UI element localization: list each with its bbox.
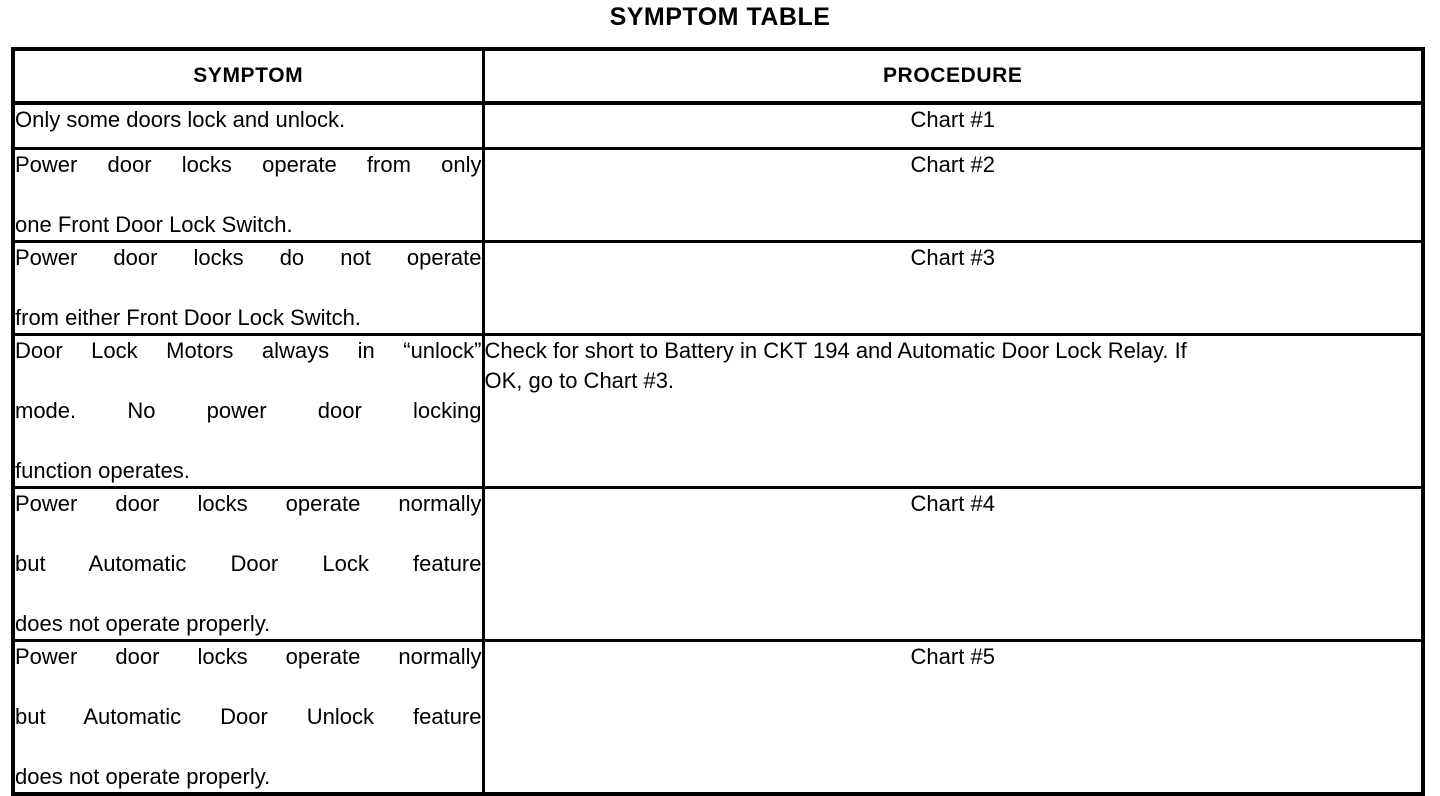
symptom-line: one Front Door Lock Switch.	[15, 212, 293, 237]
symptom-line: Power door locks operate from only	[15, 152, 482, 177]
cell-symptom: Power door locks do not operate from eith…	[11, 240, 485, 336]
symptom-line: but Automatic Door Unlock feature	[15, 704, 482, 729]
chart-reference: Chart #4	[910, 491, 995, 516]
procedure-line: Check for short to Battery in CKT 194 an…	[484, 338, 1187, 363]
table-row: Power door locks do not operate from eith…	[11, 240, 1425, 336]
cell-procedure: Check for short to Battery in CKT 194 an…	[481, 333, 1425, 489]
cell-procedure: Chart #2	[481, 147, 1425, 243]
symptom-line: Power door locks operate normally	[15, 491, 482, 516]
cell-procedure: Chart #5	[481, 639, 1425, 796]
symptom-table: SYMPTOM PROCEDURE Only some doors lock a…	[11, 47, 1425, 796]
symptom-line: from either Front Door Lock Switch.	[15, 305, 362, 330]
cell-symptom: Power door locks operate from only one Fr…	[11, 147, 485, 243]
cell-procedure: Chart #3	[481, 240, 1425, 336]
symptom-line: mode. No power door locking	[15, 398, 482, 423]
page-title: SYMPTOM TABLE	[609, 3, 831, 31]
cell-symptom: Door Lock Motors always in “unlock” mode.…	[11, 333, 485, 489]
table-body: Only some doors lock and unlock. Chart #1…	[11, 101, 1425, 796]
cell-symptom: Power door locks operate normally but Aut…	[11, 486, 485, 642]
column-header-symptom: SYMPTOM	[11, 47, 485, 105]
procedure-line: OK, go to Chart #3.	[484, 368, 675, 393]
symptom-line: does not operate properly.	[15, 764, 271, 789]
table-row: Door Lock Motors always in “unlock” mode.…	[11, 333, 1425, 489]
symptom-table-page: SYMPTOM TABLE SYMPTOM PROCEDURE Only som…	[11, 3, 1425, 796]
table-row: Power door locks operate normally but Aut…	[11, 639, 1425, 796]
symptom-line: function operates.	[15, 458, 190, 483]
symptom-line: Only some doors lock and unlock.	[15, 107, 346, 132]
symptom-line: Power door locks operate normally	[15, 644, 482, 669]
chart-reference: Chart #5	[910, 644, 995, 669]
chart-reference: Chart #1	[910, 107, 995, 132]
table-row: Power door locks operate normally but Aut…	[11, 486, 1425, 642]
symptom-line: Door Lock Motors always in “unlock”	[15, 338, 482, 363]
chart-reference: Chart #2	[910, 152, 995, 177]
cell-procedure: Chart #1	[481, 101, 1425, 150]
table-header: SYMPTOM PROCEDURE	[11, 47, 1425, 105]
cell-symptom: Only some doors lock and unlock.	[11, 101, 485, 150]
chart-reference: Chart #3	[910, 245, 995, 270]
table-header-row: SYMPTOM PROCEDURE	[11, 47, 1425, 105]
symptom-line: Power door locks do not operate	[15, 245, 482, 270]
cell-symptom: Power door locks operate normally but Aut…	[11, 639, 485, 796]
column-header-procedure: PROCEDURE	[481, 47, 1425, 105]
symptom-line: but Automatic Door Lock feature	[15, 551, 482, 576]
table-row: Only some doors lock and unlock. Chart #1	[11, 101, 1425, 150]
table-row: Power door locks operate from only one Fr…	[11, 147, 1425, 243]
symptom-line: does not operate properly.	[15, 611, 271, 636]
cell-procedure: Chart #4	[481, 486, 1425, 642]
